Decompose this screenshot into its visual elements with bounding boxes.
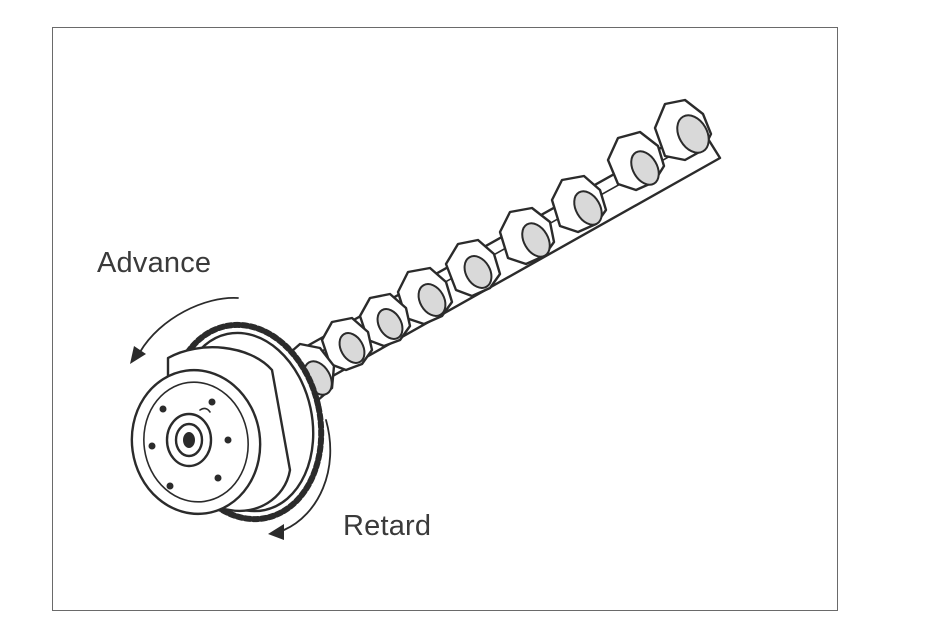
cvvt-housing bbox=[130, 346, 292, 516]
cam-lobes bbox=[282, 98, 713, 402]
retard-arrow-icon bbox=[268, 419, 332, 540]
retard-label: Retard bbox=[343, 510, 432, 542]
advance-label: Advance bbox=[97, 247, 212, 279]
advance-arrow-icon bbox=[130, 297, 239, 364]
